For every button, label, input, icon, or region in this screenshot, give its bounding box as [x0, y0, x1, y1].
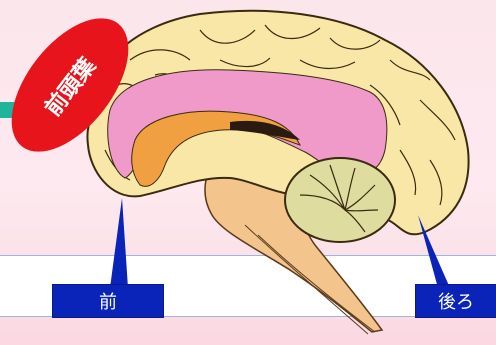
back-label-text: 後ろ [438, 288, 474, 314]
cerebellum [285, 158, 395, 242]
front-callout-line [110, 198, 128, 288]
front-label-text: 前 [99, 288, 117, 314]
front-label: 前 [53, 285, 163, 317]
back-label: 後ろ [416, 285, 496, 317]
